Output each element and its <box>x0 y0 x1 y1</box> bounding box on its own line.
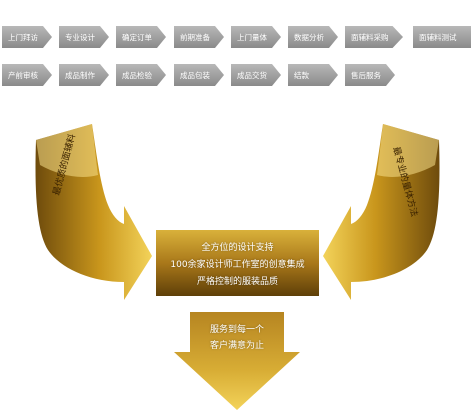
process-steps: 上门拜访 专业设计 确定订单 前期准备 上门量体 数据分析 面辅料采购 面辅料测… <box>0 0 475 110</box>
bottom-line-2: 客户满意为止 <box>209 341 264 351</box>
step-row2-7: 售后服务 <box>345 64 395 86</box>
step-row1-7: 面辅料采购 <box>345 26 403 48</box>
bottom-line-1: 服务到每一个 <box>209 325 264 335</box>
step-row1-4: 前期准备 <box>174 26 224 48</box>
step-row2-1: 产前审核 <box>2 64 52 86</box>
step-row2-4: 成品包装 <box>174 64 224 86</box>
step-row2-2: 成品制作 <box>59 64 109 86</box>
step-row1-8: 面辅料测试 <box>413 26 471 48</box>
step-row1-3: 确定订单 <box>116 26 166 48</box>
step-row1-1: 上门拜访 <box>2 26 52 48</box>
center-line-1: 全方位的设计支持 <box>201 243 274 253</box>
left-arrow-highlight <box>36 124 98 177</box>
center-line-2: 100余家设计师工作室的创意集成 <box>170 260 305 270</box>
step-row1-2: 专业设计 <box>59 26 109 48</box>
step-row2-6: 结款 <box>288 64 338 86</box>
step-row2-3: 成品检验 <box>116 64 166 86</box>
step-row1-6: 数据分析 <box>288 26 338 48</box>
step-row1-5: 上门量体 <box>231 26 281 48</box>
center-box <box>156 230 319 296</box>
step-row2-5: 成品交货 <box>231 64 281 86</box>
bottom-down-arrow <box>174 312 300 410</box>
right-arrow-highlight <box>377 124 439 177</box>
center-line-3: 严格控制的服装品质 <box>196 277 278 287</box>
